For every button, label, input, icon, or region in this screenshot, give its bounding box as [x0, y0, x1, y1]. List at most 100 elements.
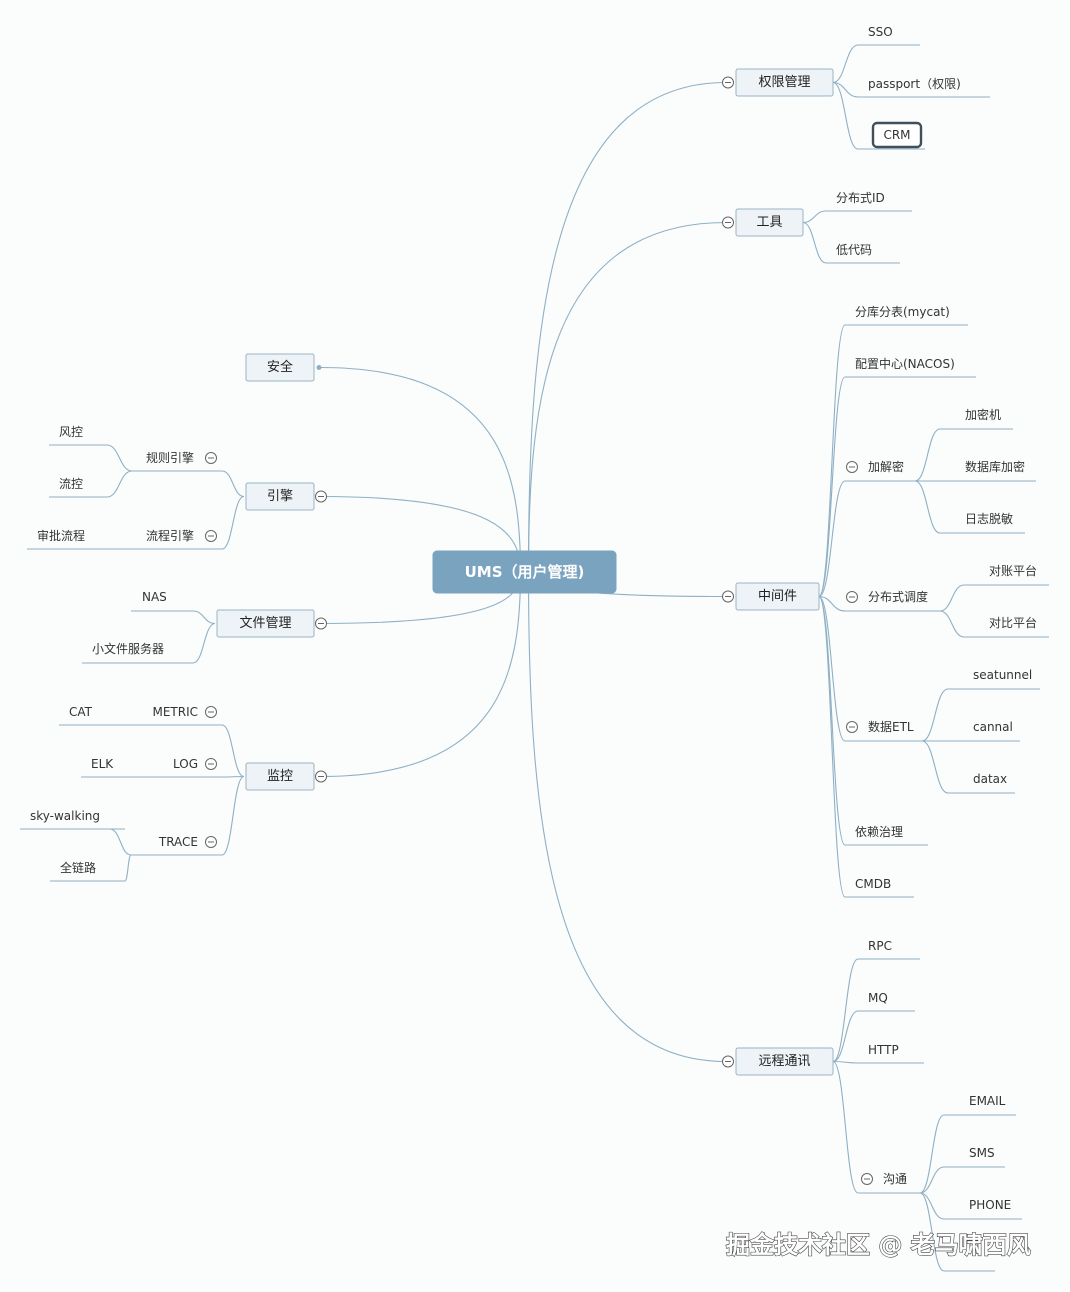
node-log: LOG [173, 757, 198, 771]
collapse-quanxian-icon[interactable] [722, 76, 734, 89]
collapse-zhongjianjian-icon[interactable] [722, 590, 734, 603]
connector-jiajiemi-0 [914, 428, 941, 482]
branch-yinqing[interactable]: 引擎 [245, 482, 315, 511]
connector-guize [221, 470, 245, 498]
leaf-crm-label: CRM [883, 128, 910, 142]
leaf-fenbushi-diaodu-0: 对账平台 [989, 563, 1037, 578]
collapse-wenjian-icon[interactable] [315, 617, 327, 630]
leaf-yilai: 依赖治理 [855, 824, 903, 839]
branch-zhongjianjian[interactable]: 中间件 [735, 582, 820, 611]
branch-quanxian-label: 权限管理 [758, 74, 810, 90]
leaf-http: HTTP [868, 1043, 899, 1057]
connector-metric [221, 724, 245, 778]
collapse-gongju-icon[interactable] [722, 216, 734, 229]
leaf-shuju-etl-1: cannal [973, 720, 1013, 734]
branch-jiankong-label: 监控 [267, 769, 293, 784]
leaf-liucheng-0: 审批流程 [37, 528, 85, 543]
leaf-guize-0: 风控 [59, 425, 83, 439]
connector-log [221, 775, 245, 778]
connector-leaf-http [832, 1060, 859, 1064]
connector-leaf-mq [832, 1010, 859, 1063]
leaf-jiajiemi-0: 加密机 [965, 407, 1001, 422]
root-node[interactable]: UMS（用户管理) [432, 550, 617, 594]
connector-root-anquan [319, 366, 522, 573]
collapse-fenbushi-diaodu-icon[interactable] [846, 591, 858, 603]
leaf-jiajiemi-2: 日志脱敏 [965, 511, 1013, 526]
connector-lines [20, 44, 1049, 1272]
branch-yuancheng[interactable]: 远程通讯 [735, 1047, 834, 1076]
connector-goutong-3 [919, 1192, 945, 1272]
leaf-guize-1: 流控 [59, 477, 83, 491]
branch-anquan[interactable]: 安全 [245, 353, 315, 382]
branch-quanxian[interactable]: 权限管理 [735, 68, 834, 97]
leaf-fenbushi-diaodu-1: 对比平台 [989, 615, 1037, 630]
leaf-metric-0: CAT [69, 705, 93, 719]
connector-root-gongju [527, 221, 727, 573]
leaf-shuju-etl-2: datax [973, 772, 1007, 786]
collapse-log-icon[interactable] [205, 758, 217, 770]
connector-root-jiankong [319, 571, 522, 778]
branch-yuancheng-label: 远程通讯 [758, 1054, 810, 1069]
collapse-jiajiemi-icon[interactable] [846, 461, 858, 473]
connector-goutong-2 [919, 1192, 945, 1220]
branch-zhongjianjian-label: 中间件 [758, 589, 797, 604]
connector-root-quanxian [527, 81, 727, 573]
leaf-crm[interactable]: CRM [871, 121, 923, 149]
connector-trace-1 [124, 854, 132, 882]
leaf-mq: MQ [868, 991, 888, 1005]
leaf-sso: SSO [868, 25, 893, 39]
branch-gongju[interactable]: 工具 [735, 208, 804, 237]
connector-nas [192, 610, 216, 625]
leaf-goutong-0: EMAIL [969, 1094, 1006, 1108]
leaf-passport: passport（权限) [868, 77, 961, 91]
leaf-goutong-1: SMS [969, 1146, 995, 1160]
connector-leaf-rpc [832, 958, 859, 1063]
node-liucheng: 流程引擎 [146, 528, 194, 543]
leaf-nas: NAS [142, 590, 167, 604]
leaf-xiaowenjian: 小文件服务器 [92, 641, 164, 656]
collapse-guize-icon[interactable] [205, 452, 217, 464]
connector-trace-0 [109, 828, 132, 856]
leaf-rpc: RPC [868, 939, 892, 953]
collapse-metric-icon[interactable] [205, 706, 217, 718]
connector-leaf-passport [832, 81, 859, 98]
collapse-shuju-etl-icon[interactable] [846, 721, 858, 733]
branch-wenjian[interactable]: 文件管理 [216, 609, 315, 638]
connector-fenbushi-diaodu-0 [939, 584, 965, 612]
leaf-trace-0: sky-walking [30, 809, 100, 823]
collapse-liucheng-icon[interactable] [205, 530, 217, 542]
connector-leaf-cmdb [818, 595, 846, 898]
connector-xiaowenjian [192, 622, 216, 664]
collapse-yinqing-icon[interactable] [315, 490, 327, 503]
connector-shuju-etl [818, 595, 846, 742]
node-guize: 规则引擎 [146, 450, 194, 465]
connector-goutong-0 [919, 1114, 945, 1194]
connector-goutong-1 [919, 1166, 945, 1194]
watermark: 掘金技术社区 @ 老马啸西风 [726, 1231, 1031, 1259]
collapse-jiankong-icon[interactable] [315, 770, 327, 783]
connector-jiajiemi-2 [914, 480, 941, 534]
node-trace: TRACE [158, 835, 198, 849]
leaf-log-0: ELK [91, 757, 114, 771]
leaf-fenbushi-id: 分布式ID [836, 191, 885, 205]
branch-wenjian-label: 文件管理 [239, 616, 291, 631]
collapse-yuancheng-icon[interactable] [722, 1055, 734, 1068]
connector-liucheng [221, 495, 245, 550]
leaf-jiajiemi-1: 数据库加密 [965, 459, 1025, 474]
connector-leaf-peizhi [818, 376, 846, 598]
node-jiajiemi: 加解密 [868, 459, 904, 474]
connector-leaf-yilai [818, 595, 846, 846]
collapse-goutong-icon[interactable] [861, 1173, 873, 1185]
leaf-fenku: 分库分表(mycat) [855, 304, 950, 319]
connector-guize-1 [106, 470, 133, 498]
leaf-didaima: 低代码 [836, 243, 872, 257]
connector-guize-0 [106, 444, 133, 472]
connector-leaf-sso [832, 44, 859, 84]
collapse-trace-icon[interactable] [205, 836, 217, 848]
leaf-shuju-etl-0: seatunnel [973, 668, 1032, 682]
root-node-label: UMS（用户管理) [465, 563, 585, 581]
branch-jiankong[interactable]: 监控 [245, 762, 315, 791]
watermark-layer: 掘金技术社区 @ 老马啸西风 [725, 1230, 1031, 1259]
connector-leaf-crm [832, 81, 859, 150]
